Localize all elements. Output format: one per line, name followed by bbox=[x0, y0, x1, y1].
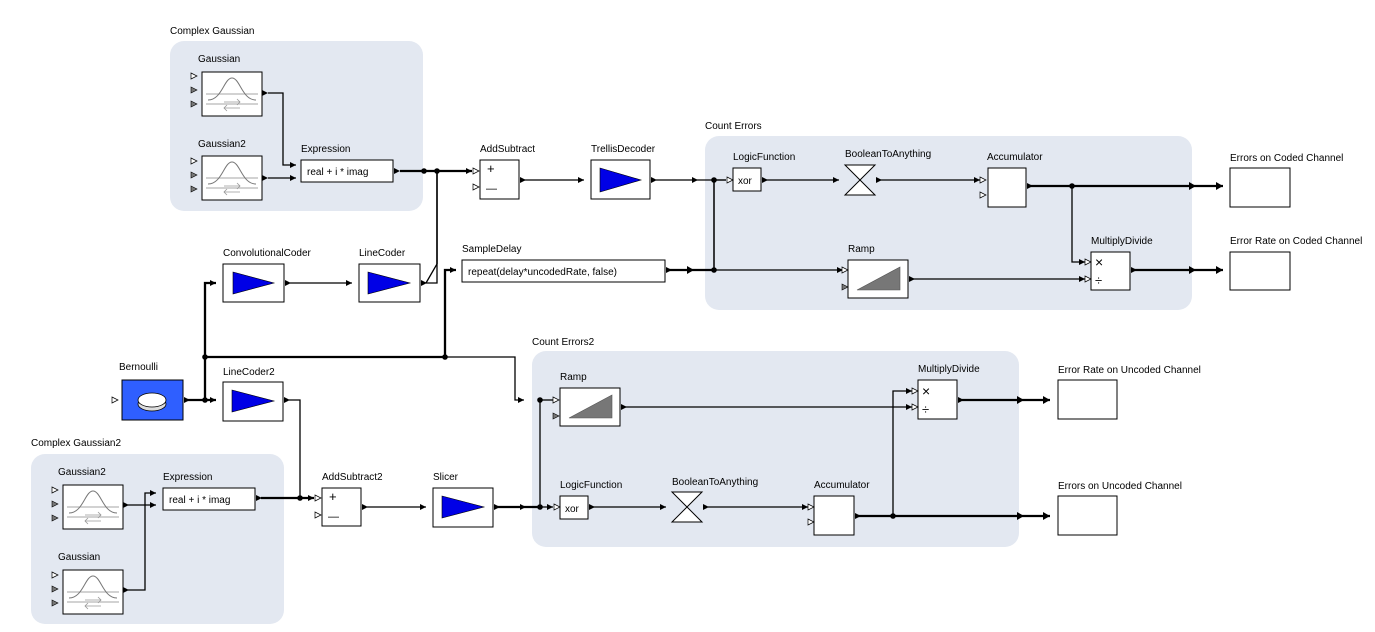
actor-gaussian-lower[interactable]: Gaussian bbox=[51, 552, 129, 615]
actor-gaussian2[interactable]: Gaussian2 bbox=[190, 139, 268, 201]
actor-errors-coded-display[interactable]: Errors on Coded Channel bbox=[1229, 153, 1343, 208]
actor-expression2[interactable]: Expression real + i * imag bbox=[162, 472, 262, 511]
actor-label: BooleanToAnything bbox=[845, 149, 931, 160]
gaussian-icon bbox=[62, 569, 124, 615]
actor-convolutional-coder[interactable]: ConvolutionalCoder bbox=[222, 248, 312, 303]
actor-label: Errors on Coded Channel bbox=[1230, 153, 1343, 164]
actor-label: LineCoder bbox=[359, 248, 406, 259]
actor-expression[interactable]: Expression real + i * imag bbox=[300, 144, 400, 183]
gaussian-icon bbox=[62, 484, 124, 530]
actor-label: Error Rate on Coded Channel bbox=[1230, 236, 1362, 247]
convolutional-coder-icon bbox=[232, 271, 276, 295]
actor-label: SampleDelay bbox=[462, 244, 521, 255]
ramp-icon bbox=[856, 266, 901, 291]
actor-label: Accumulator bbox=[987, 152, 1043, 163]
actor-logic-function2[interactable]: LogicFunction xor bbox=[553, 480, 622, 520]
actor-label: MultiplyDivide bbox=[918, 364, 980, 375]
actor-line-coder2[interactable]: LineCoder2 bbox=[222, 367, 290, 422]
group-label: Count Errors2 bbox=[532, 337, 595, 348]
actor-label: Ramp bbox=[560, 372, 587, 383]
actor-label: Accumulator bbox=[814, 480, 870, 491]
divide-symbol: ÷ bbox=[922, 402, 929, 417]
actor-label: LogicFunction bbox=[560, 480, 622, 491]
actor-label: Ramp bbox=[848, 244, 875, 255]
actor-multiply-divide2[interactable]: MultiplyDivide × ÷ bbox=[911, 364, 980, 420]
boolean-to-anything-icon bbox=[843, 164, 877, 196]
gaussian-icon bbox=[201, 71, 263, 117]
times-symbol: × bbox=[922, 383, 930, 399]
actor-logic-function[interactable]: LogicFunction xor bbox=[726, 152, 795, 192]
wire-junctions bbox=[202, 168, 1075, 519]
actor-boolean-to-anything[interactable]: BooleanToAnything bbox=[843, 149, 931, 196]
group-label: Count Errors bbox=[705, 121, 762, 132]
trellis-decoder-icon bbox=[599, 167, 643, 193]
actor-label: TrellisDecoder bbox=[591, 144, 656, 155]
actor-label: MultiplyDivide bbox=[1091, 236, 1153, 247]
ramp-icon bbox=[568, 394, 613, 419]
group-label: Complex Gaussian2 bbox=[31, 438, 121, 449]
actor-label: Gaussian bbox=[58, 552, 100, 563]
actor-label: Bernoulli bbox=[119, 362, 158, 373]
actor-error-rate-coded-display[interactable]: Error Rate on Coded Channel bbox=[1229, 236, 1362, 291]
actor-accumulator[interactable]: Accumulator bbox=[979, 152, 1043, 208]
actor-label: Expression bbox=[301, 144, 350, 155]
group-label: Complex Gaussian bbox=[170, 26, 254, 37]
actor-label: Gaussian2 bbox=[198, 139, 246, 150]
actor-bernoulli[interactable]: Bernoulli bbox=[111, 362, 190, 421]
actor-errors-uncoded-display[interactable]: Errors on Uncoded Channel bbox=[1057, 481, 1182, 536]
actor-ramp2[interactable]: Ramp bbox=[552, 372, 627, 427]
boolean-to-anything-icon bbox=[670, 491, 704, 523]
actor-add-subtract2[interactable]: AddSubtract2 + — bbox=[314, 472, 383, 527]
expression-text: real + i * imag bbox=[169, 495, 230, 506]
actor-multiply-divide[interactable]: MultiplyDivide × ÷ bbox=[1084, 236, 1153, 291]
actor-line-coder[interactable]: LineCoder bbox=[358, 248, 427, 303]
logic-function-text: xor bbox=[565, 504, 580, 515]
sample-delay-text: repeat(delay*uncodedRate, false) bbox=[468, 267, 617, 278]
actor-trellis-decoder[interactable]: TrellisDecoder bbox=[590, 144, 657, 200]
line-coder-icon bbox=[367, 271, 412, 295]
plus-symbol: + bbox=[487, 161, 495, 176]
slicer-icon bbox=[441, 495, 486, 519]
actor-label: Slicer bbox=[433, 472, 459, 483]
actor-gaussian[interactable]: Gaussian bbox=[190, 54, 268, 117]
group-count-errors2[interactable]: Count Errors2 bbox=[532, 337, 1019, 547]
actor-label: Gaussian2 bbox=[58, 467, 106, 478]
actor-label: Errors on Uncoded Channel bbox=[1058, 481, 1182, 492]
actor-gaussian2-lower[interactable]: Gaussian2 bbox=[51, 467, 129, 530]
plus-symbol: + bbox=[329, 489, 337, 504]
actor-label: Error Rate on Uncoded Channel bbox=[1058, 365, 1201, 376]
line-coder2-icon bbox=[231, 389, 276, 413]
expression-text: real + i * imag bbox=[307, 167, 368, 178]
actor-boolean-to-anything2[interactable]: BooleanToAnything bbox=[670, 477, 758, 523]
times-symbol: × bbox=[1095, 254, 1103, 270]
actor-label: LogicFunction bbox=[733, 152, 795, 163]
actor-label: AddSubtract bbox=[480, 144, 535, 155]
actor-label: BooleanToAnything bbox=[672, 477, 758, 488]
actor-add-subtract[interactable]: AddSubtract + — bbox=[472, 144, 535, 200]
wire-arrowheads bbox=[150, 162, 1223, 520]
actor-sample-delay[interactable]: SampleDelay repeat(delay*uncodedRate, fa… bbox=[461, 244, 672, 283]
bernoulli-coin-icon bbox=[137, 392, 167, 412]
actor-label: ConvolutionalCoder bbox=[223, 248, 312, 259]
minus-symbol: — bbox=[328, 511, 339, 523]
actor-error-rate-uncoded-display[interactable]: Error Rate on Uncoded Channel bbox=[1057, 365, 1201, 420]
actor-label: Gaussian bbox=[198, 54, 240, 65]
actor-accumulator2[interactable]: Accumulator bbox=[807, 480, 870, 536]
actor-label: Expression bbox=[163, 472, 212, 483]
gaussian-icon bbox=[201, 155, 263, 201]
logic-function-text: xor bbox=[738, 176, 753, 187]
actor-ramp[interactable]: Ramp bbox=[841, 244, 915, 299]
actor-slicer[interactable]: Slicer bbox=[432, 472, 500, 528]
minus-symbol: — bbox=[486, 183, 497, 195]
actor-label: AddSubtract2 bbox=[322, 472, 383, 483]
divide-symbol: ÷ bbox=[1095, 273, 1102, 288]
actor-label: LineCoder2 bbox=[223, 367, 275, 378]
